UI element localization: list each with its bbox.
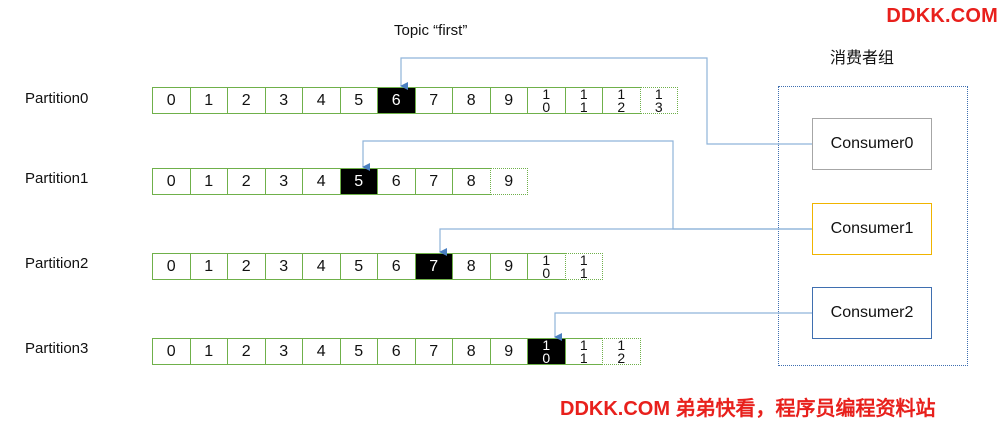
watermark-bottom: DDKK.COM 弟弟快看，程序员编程资料站 bbox=[560, 398, 936, 420]
partition-label-2: Partition2 bbox=[25, 255, 89, 272]
offset-cell: 6 bbox=[377, 168, 416, 195]
consumer-group-box bbox=[778, 86, 968, 366]
connector-consumer1-partition1 bbox=[362, 140, 812, 230]
offset-cell: 7 bbox=[414, 168, 453, 195]
partition-label-1: Partition1 bbox=[25, 170, 89, 187]
offset-cell: 1 bbox=[189, 253, 228, 280]
offset-cell: 3 bbox=[264, 168, 303, 195]
offset-cell: 6 bbox=[377, 87, 416, 114]
connector-consumer2-partition3 bbox=[554, 312, 812, 341]
offset-cell: 9 bbox=[489, 338, 528, 365]
offset-cell: 6 bbox=[377, 338, 416, 365]
offset-cell: 4 bbox=[302, 253, 341, 280]
partition-label-0: Partition0 bbox=[25, 90, 89, 107]
offset-cell: 4 bbox=[302, 338, 341, 365]
offset-cell: 9 bbox=[489, 253, 528, 280]
offset-cell: 8 bbox=[452, 87, 491, 114]
offset-cell: 0 bbox=[152, 338, 191, 365]
consumer-0-label: Consumer0 bbox=[830, 135, 914, 152]
offset-cell: 9 bbox=[489, 168, 528, 195]
offset-cell: 3 bbox=[264, 87, 303, 114]
offset-cell: 3 bbox=[264, 253, 303, 280]
offset-cell: 7 bbox=[414, 253, 453, 280]
offset-cell: 8 bbox=[452, 168, 491, 195]
offset-cell: 8 bbox=[452, 253, 491, 280]
offset-cell: 4 bbox=[302, 87, 341, 114]
connector-consumer0-partition0 bbox=[400, 57, 812, 145]
offset-cell: 7 bbox=[414, 338, 453, 365]
offset-cell: 1 bbox=[189, 168, 228, 195]
consumer-2-label: Consumer2 bbox=[830, 304, 914, 321]
offset-cell: 0 bbox=[152, 168, 191, 195]
consumer-0-box: Consumer0 bbox=[812, 118, 932, 170]
offset-cell: 4 bbox=[302, 168, 341, 195]
consumer-2-box: Consumer2 bbox=[812, 287, 932, 339]
offset-cell: 5 bbox=[339, 338, 378, 365]
topic-title: Topic “first” bbox=[394, 22, 468, 39]
offset-cell: 7 bbox=[414, 87, 453, 114]
offset-cell: 6 bbox=[377, 253, 416, 280]
offset-cell: 2 bbox=[227, 168, 266, 195]
offset-cell: 5 bbox=[339, 87, 378, 114]
partition-label-3: Partition3 bbox=[25, 340, 89, 357]
consumer-group-title: 消费者组 bbox=[830, 48, 895, 67]
consumer-1-label: Consumer1 bbox=[830, 220, 914, 237]
connector-consumer1-partition2 bbox=[439, 228, 812, 256]
offset-cell: 8 bbox=[452, 338, 491, 365]
offset-cell: 5 bbox=[339, 253, 378, 280]
offset-cell: 2 bbox=[227, 87, 266, 114]
consumer-1-box: Consumer1 bbox=[812, 203, 932, 255]
watermark-top: DDKK.COM bbox=[886, 5, 998, 27]
offset-cell: 1 bbox=[189, 338, 228, 365]
